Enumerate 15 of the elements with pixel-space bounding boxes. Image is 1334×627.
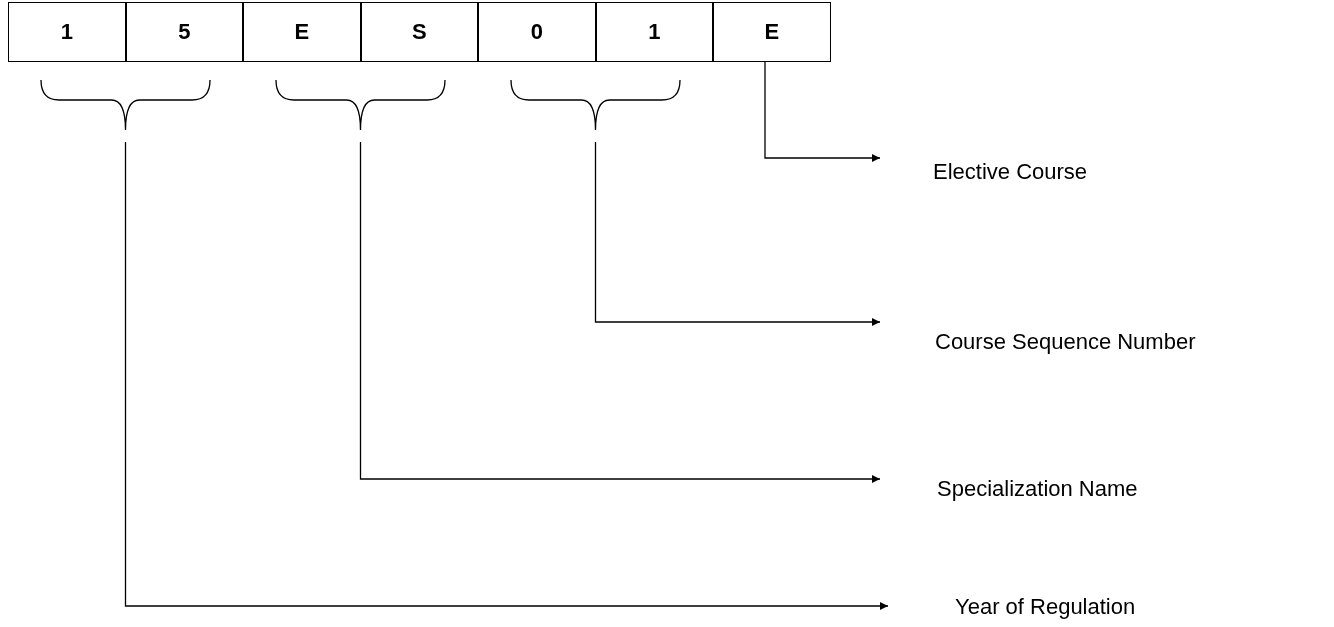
arrow [594,141,881,326]
field-label: Course Sequence Number [935,329,1196,355]
code-character-cell: 5 [125,2,243,62]
field-label: Specialization Name [937,476,1138,502]
arrow [359,141,881,483]
code-character-cell: S [360,2,478,62]
field-label: Year of Regulation [955,594,1136,620]
arrow [764,61,881,162]
code-character-cell: 1 [8,2,126,62]
code-character-cell: 1 [595,2,713,62]
arrow [124,141,889,610]
code-character-cell: E [243,2,361,62]
code-character-cell: 0 [478,2,596,62]
code-character-cell: E [713,2,831,62]
field-label: Elective Course [933,159,1088,185]
